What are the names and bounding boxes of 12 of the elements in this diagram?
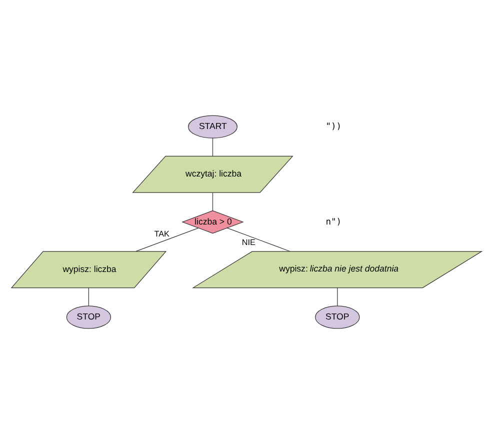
label: n") [326,216,342,227]
label: ")) [326,122,342,132]
connector [88,287,90,306]
connector [212,192,214,210]
connector [136,227,199,252]
node-diamond: liczba > 0 [182,210,244,234]
node-ellipse: STOP [66,305,112,328]
node-ellipse: STOP [315,305,360,328]
connector [226,227,290,252]
node-ellipse: START [188,114,238,138]
connector [337,287,338,306]
connector [212,137,214,156]
